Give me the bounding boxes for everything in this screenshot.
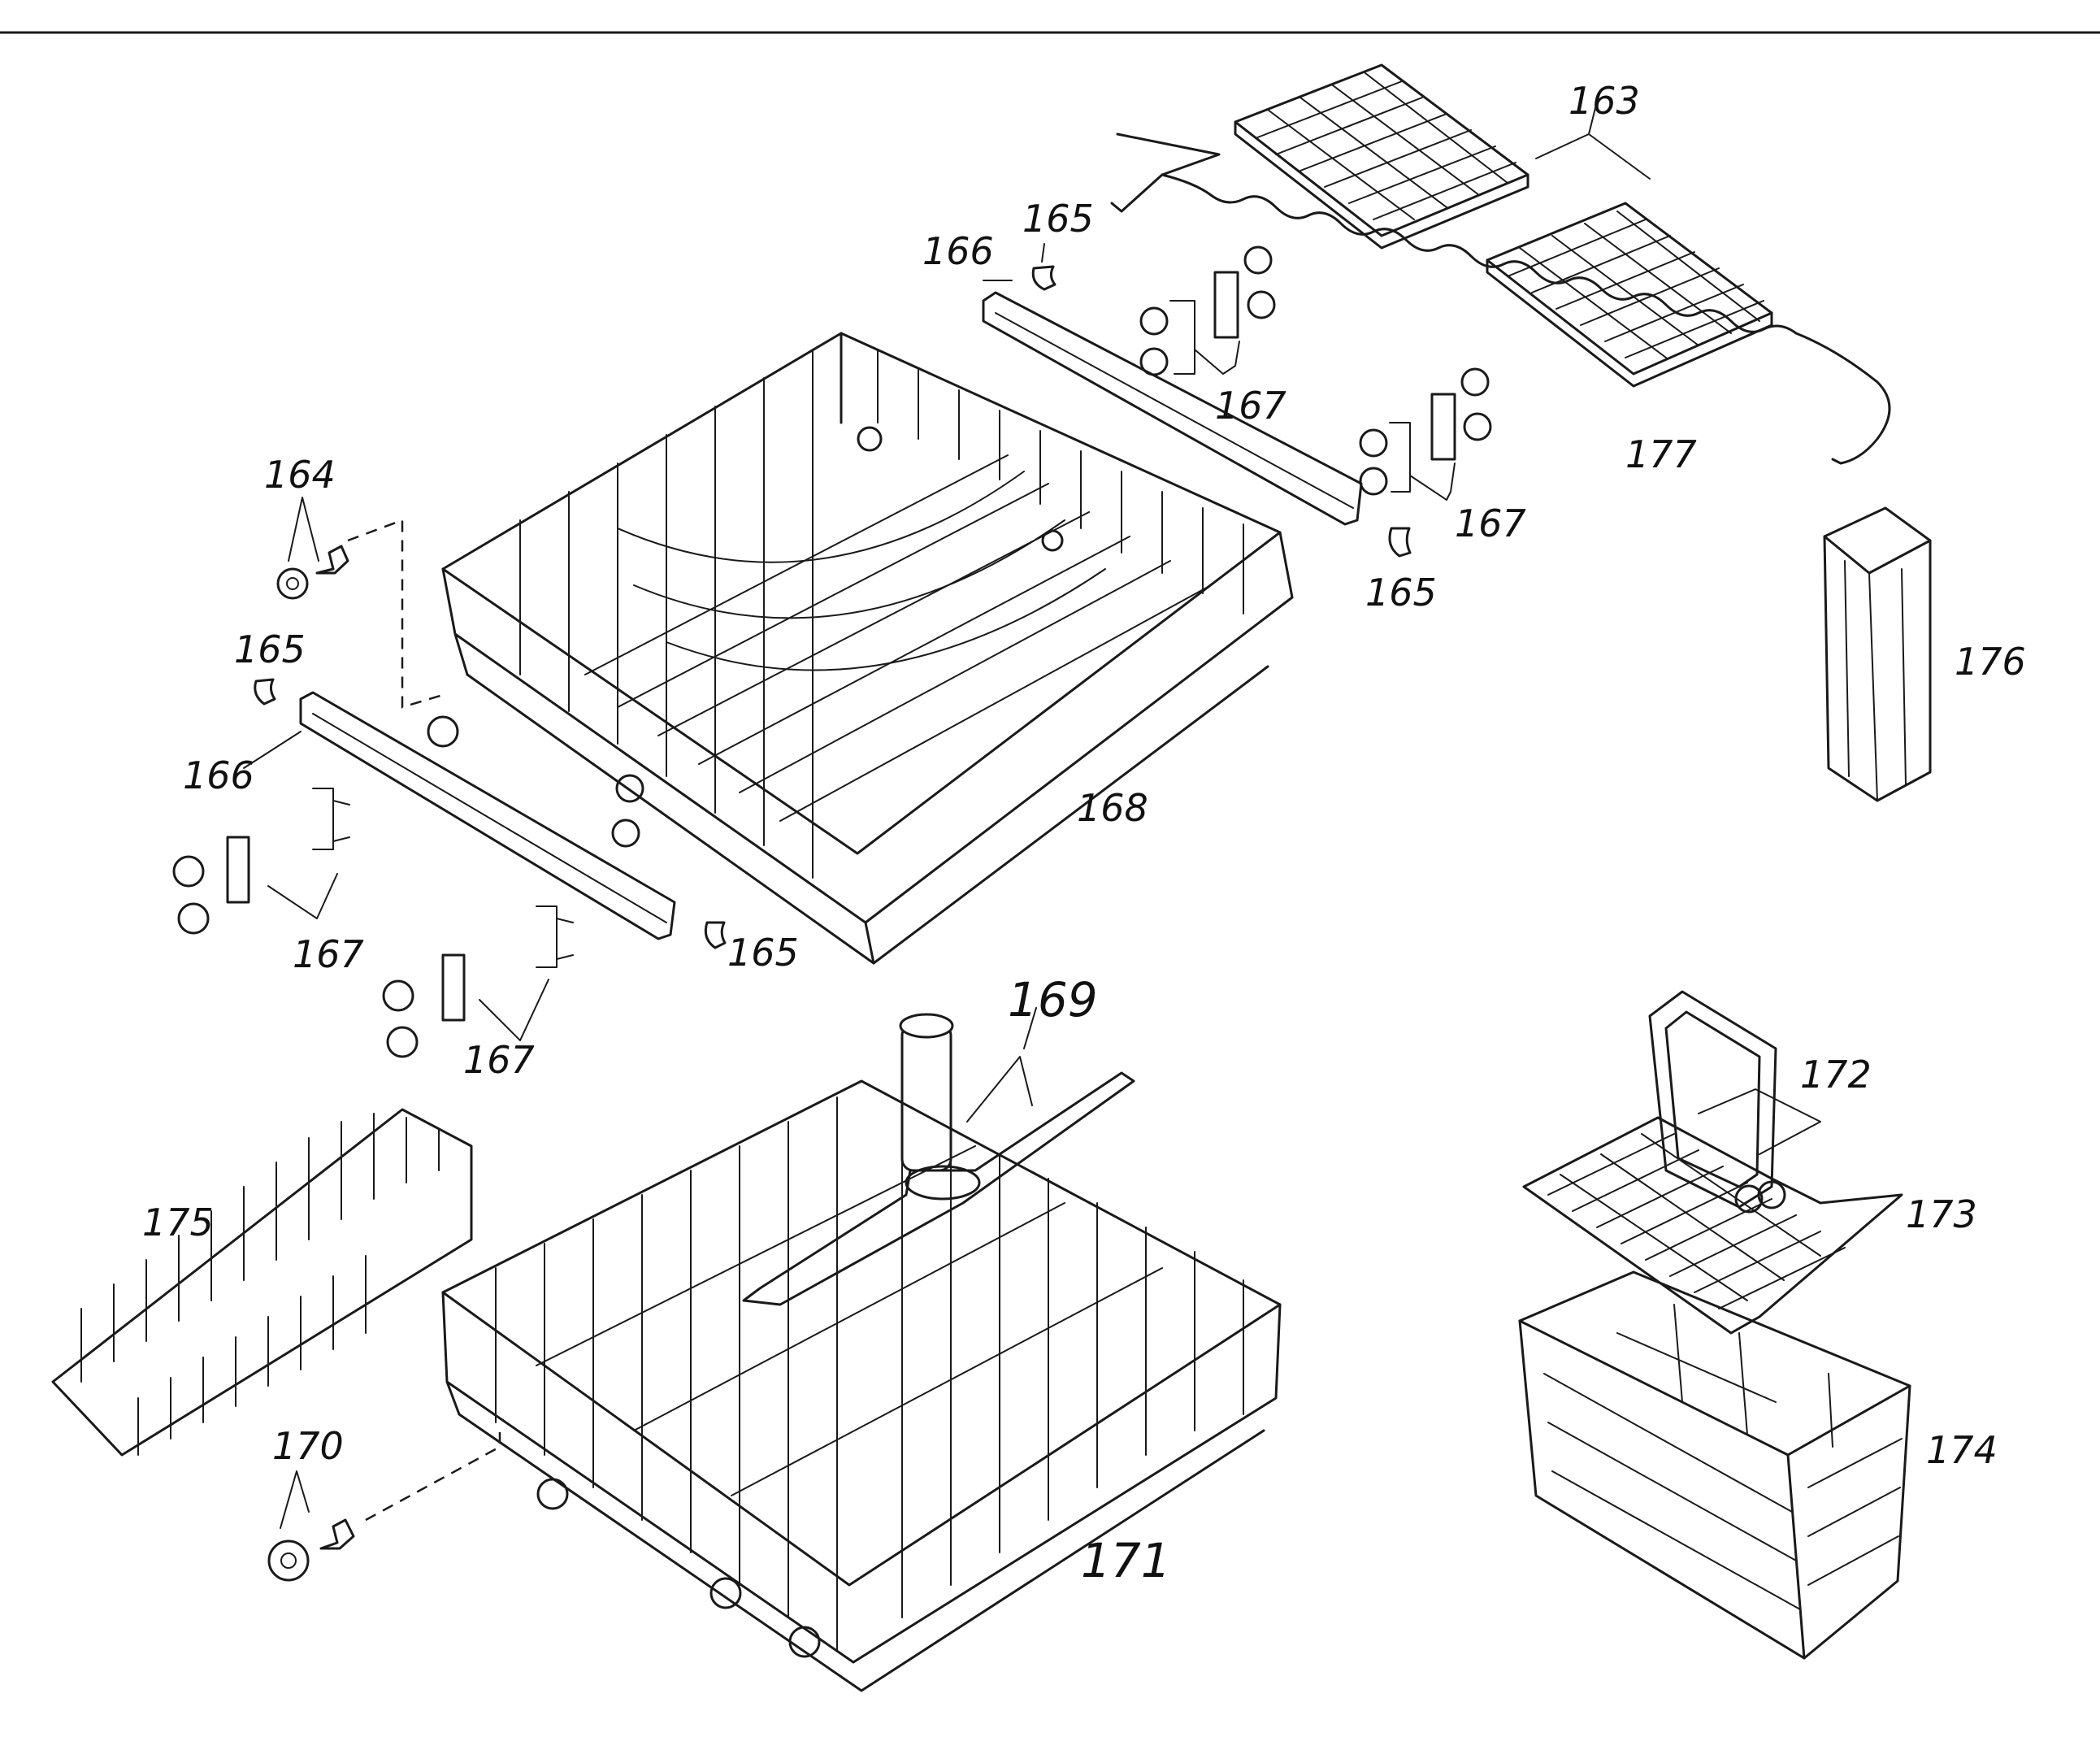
label-164: 164 (264, 453, 336, 497)
label-165-top: 165 (1022, 197, 1094, 241)
part-170-wheel (267, 1470, 355, 1582)
part-165-clip-lower (704, 921, 727, 949)
callout-labels: 163 164 165 165 165 165 166 166 167 167 … (142, 79, 2026, 1588)
leader-166-left (243, 731, 302, 769)
part-163-cup-racks (1234, 63, 1773, 388)
label-165-left: 165 (234, 627, 306, 671)
label-167-top: 167 (1215, 384, 1286, 428)
leader-163 (1535, 101, 1651, 180)
label-166-top: 166 (922, 229, 994, 273)
part-176-bin (1823, 506, 1932, 802)
label-175: 175 (142, 1201, 214, 1244)
part-172-handle (1648, 990, 1821, 1214)
label-171: 171 (1081, 1533, 1171, 1588)
part-167-rollers-right (1359, 367, 1492, 501)
part-171-lower-basket (441, 1079, 1282, 1692)
label-165-right: 165 (1365, 571, 1437, 614)
cup-rack-grid-2 (1486, 202, 1773, 388)
part-167-rollers-upper (1139, 245, 1276, 376)
cup-rack-grid-1 (1234, 63, 1529, 250)
label-166-left: 166 (183, 753, 254, 797)
label-167-left: 167 (293, 932, 364, 976)
label-165-lower: 165 (727, 931, 799, 975)
part-166-rail-right (982, 280, 1363, 526)
label-168: 168 (1077, 786, 1148, 830)
part-167-rollers-left-lower (382, 905, 574, 1058)
label-170: 170 (272, 1424, 344, 1468)
leader-170-dash (365, 1427, 501, 1522)
part-166-rail-left (243, 691, 676, 940)
part-175-comb-insert (51, 1108, 473, 1457)
part-174-basket (1518, 1270, 1911, 1660)
leader-165-top (1041, 243, 1045, 263)
part-165-clip-top (1031, 265, 1057, 291)
label-177: 177 (1625, 432, 1697, 476)
label-176: 176 (1955, 640, 2026, 684)
part-165-clip-left (254, 678, 276, 706)
leader-164-dash (347, 519, 444, 709)
label-167-lower: 167 (463, 1038, 535, 1082)
part-165-clip-right (1388, 527, 1412, 558)
label-174: 174 (1926, 1428, 1998, 1472)
label-167-right: 167 (1455, 502, 1526, 545)
part-164-wheel (276, 497, 349, 600)
part-173-lid-grid (1522, 1116, 1903, 1335)
part-168-upper-basket (427, 332, 1294, 965)
label-169: 169 (1008, 972, 1098, 1027)
part-169-spray-arm (742, 1007, 1135, 1306)
label-173: 173 (1906, 1192, 1977, 1236)
part-167-rollers-left-upper (172, 788, 350, 935)
part-177-wire (1110, 132, 1891, 465)
label-172: 172 (1800, 1053, 1872, 1096)
label-163: 163 (1568, 79, 1640, 123)
